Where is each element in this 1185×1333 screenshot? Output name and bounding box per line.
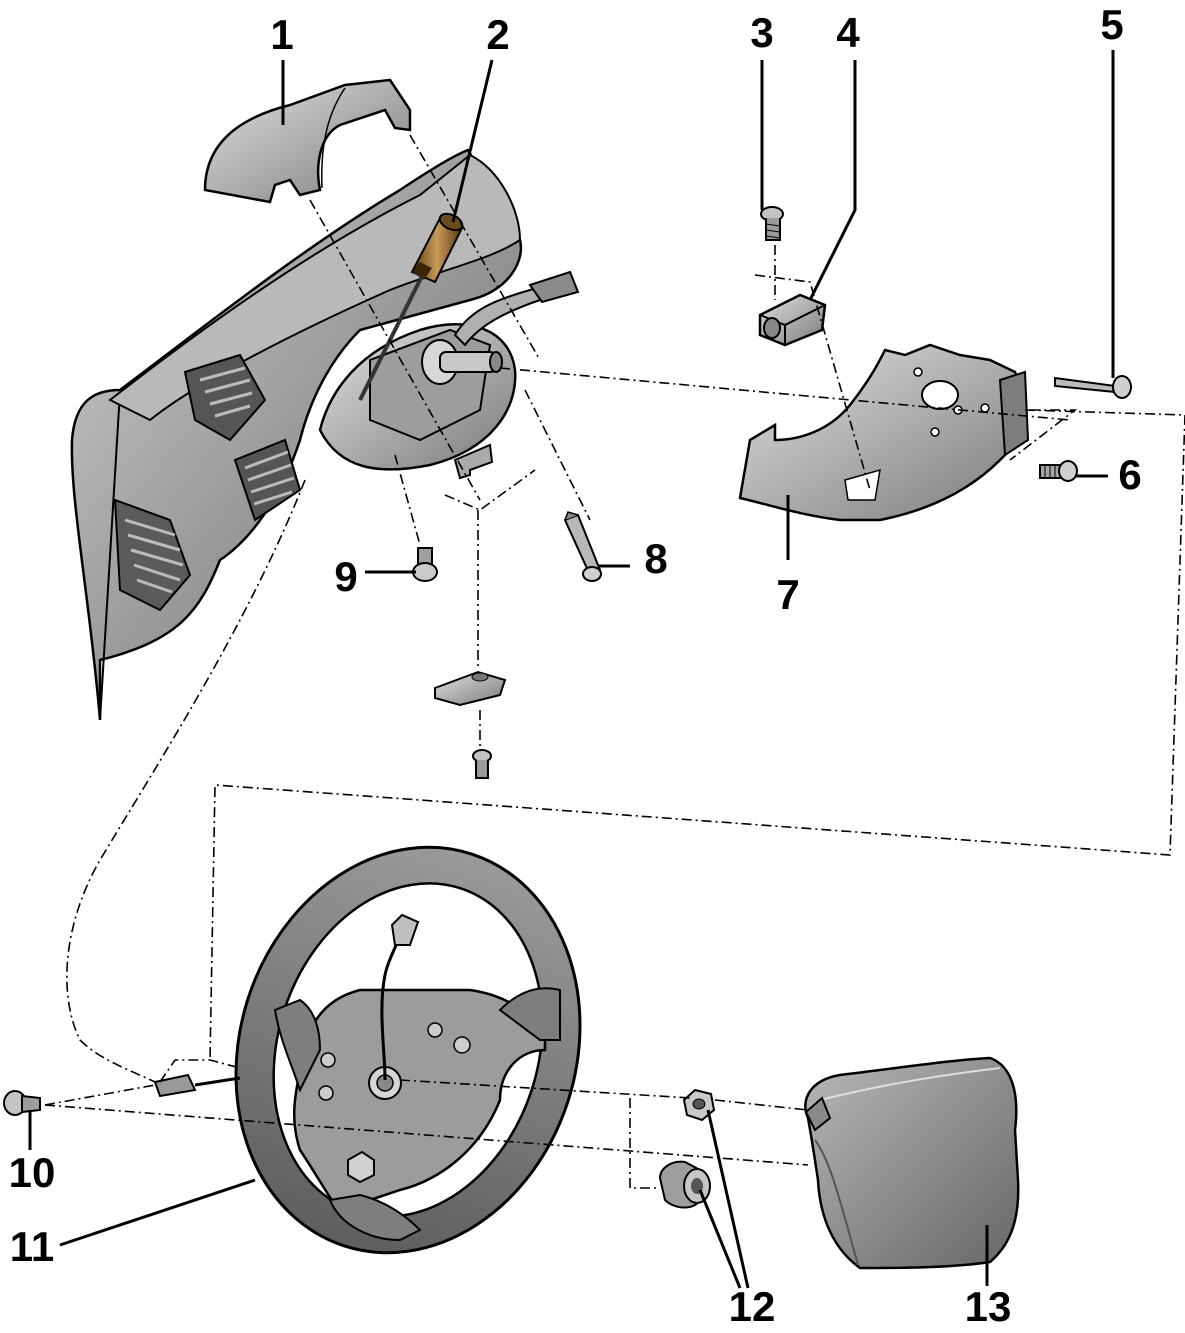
callout-1: 1 — [270, 11, 294, 58]
lower-column-cover-7 — [738, 343, 1030, 522]
upper-column-cover — [203, 78, 412, 204]
screw-3 — [760, 206, 784, 241]
assembly-lines — [44, 134, 1185, 1189]
callout-11: 11 — [9, 1223, 55, 1270]
dashboard-panel — [70, 148, 523, 721]
callout-5: 5 — [1100, 1, 1124, 48]
callout-4: 4 — [836, 9, 860, 56]
callout-12: 12 — [728, 1283, 776, 1330]
screw-6 — [1039, 460, 1078, 482]
callout-7: 7 — [776, 571, 800, 618]
steering-wheel-icon — [153, 845, 582, 1255]
callout-10: 10 — [8, 1149, 56, 1196]
callout-6: 6 — [1118, 451, 1142, 498]
contact-block-4 — [758, 293, 827, 347]
callout-8: 8 — [644, 535, 668, 582]
screwdriver-icon — [358, 212, 464, 401]
clip-screw — [472, 749, 492, 779]
screw-9 — [412, 547, 438, 582]
air-vent-middle — [233, 438, 302, 522]
bushing-12 — [658, 1160, 711, 1209]
leader-lines — [28, 50, 1115, 1289]
callout-2: 2 — [486, 11, 510, 58]
air-vent-side — [113, 498, 192, 612]
nut-12 — [682, 1088, 716, 1122]
air-vent-upper — [183, 353, 267, 442]
screw-10 — [3, 1090, 41, 1116]
callout-13: 13 — [964, 1283, 1012, 1330]
retaining-clip — [434, 670, 507, 707]
pin-8 — [563, 511, 602, 582]
callout-9: 9 — [334, 553, 358, 600]
callout-3: 3 — [750, 9, 774, 56]
bolt-5 — [1054, 375, 1132, 399]
airbag-module-icon — [804, 1056, 1020, 1270]
